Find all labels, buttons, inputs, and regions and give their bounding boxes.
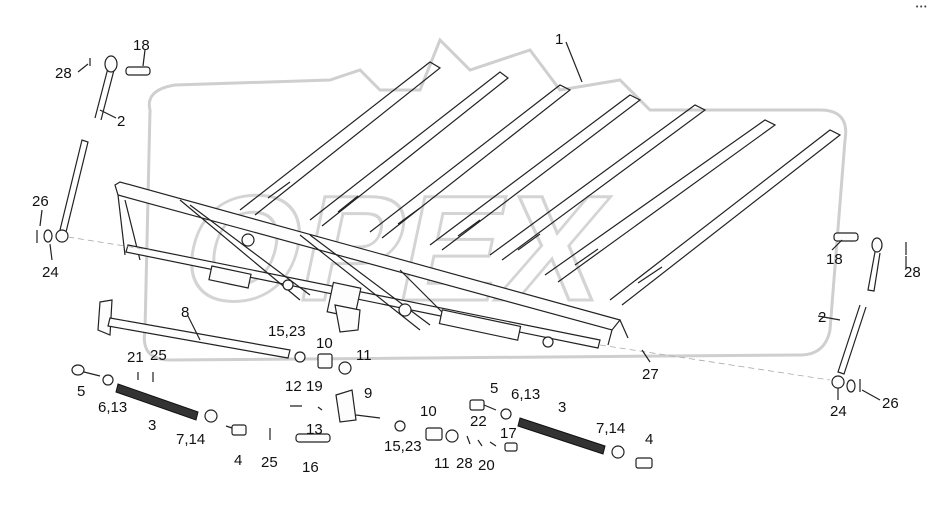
callout-25: 25 bbox=[261, 454, 278, 471]
left-spring-assembly bbox=[71, 364, 331, 443]
callout-6-13: 6,13 bbox=[98, 399, 127, 416]
callout-4: 4 bbox=[645, 431, 653, 448]
callout-24: 24 bbox=[42, 264, 59, 281]
callout-5: 5 bbox=[490, 380, 498, 397]
callout-8: 8 bbox=[181, 304, 189, 321]
callout-7-14: 7,14 bbox=[596, 420, 625, 437]
callout-16: 16 bbox=[302, 459, 319, 476]
callout-11: 11 bbox=[434, 455, 450, 472]
callout-20: 20 bbox=[478, 457, 495, 474]
callout-28: 28 bbox=[904, 264, 921, 281]
callout-21: 21 bbox=[127, 349, 144, 366]
callout-25: 25 bbox=[150, 347, 167, 364]
callout-1: 1 bbox=[555, 31, 563, 48]
leader-lines bbox=[39, 41, 907, 401]
callout-2: 2 bbox=[117, 113, 125, 130]
callout-28: 28 bbox=[55, 65, 72, 82]
callout-2: 2 bbox=[818, 309, 826, 326]
callout-24: 24 bbox=[830, 403, 847, 420]
callout-22: 22 bbox=[470, 413, 487, 430]
callout-18: 18 bbox=[826, 251, 843, 268]
tine-assembly bbox=[239, 61, 842, 306]
callout-5: 5 bbox=[77, 383, 85, 400]
callout-12: 12 bbox=[285, 378, 302, 395]
callout-26: 26 bbox=[32, 193, 49, 210]
callout-28: 28 bbox=[456, 455, 473, 472]
middle-hardware bbox=[290, 351, 518, 452]
callout-6-13: 6,13 bbox=[511, 386, 540, 403]
callout-7-14: 7,14 bbox=[176, 431, 205, 448]
callout-27: 27 bbox=[642, 366, 659, 383]
callout-4: 4 bbox=[234, 452, 242, 469]
callout-19: 19 bbox=[306, 378, 323, 395]
callout-15-23: 15,23 bbox=[384, 438, 422, 455]
callout-9: 9 bbox=[364, 385, 372, 402]
callout-3: 3 bbox=[148, 417, 156, 434]
corner-mark: ••• bbox=[915, 3, 927, 11]
dashed-axis bbox=[67, 236, 831, 381]
right-upper-link bbox=[831, 232, 907, 393]
callout-11: 11 bbox=[356, 347, 372, 364]
callout-18: 18 bbox=[133, 37, 150, 54]
callout-13: 13 bbox=[306, 421, 323, 438]
callout-10: 10 bbox=[420, 403, 437, 420]
callout-3: 3 bbox=[558, 399, 566, 416]
cross-beam bbox=[114, 181, 629, 349]
callout-17: 17 bbox=[500, 425, 517, 442]
callout-labels: 1 18 28 2 26 24 8 15,23 10 11 21 25 5 6,… bbox=[32, 31, 921, 476]
right-spring-assembly bbox=[469, 399, 653, 469]
left-upper-link bbox=[36, 55, 151, 243]
callout-10: 10 bbox=[316, 335, 333, 352]
callout-15-23: 15,23 bbox=[268, 323, 306, 340]
callout-26: 26 bbox=[882, 395, 899, 412]
